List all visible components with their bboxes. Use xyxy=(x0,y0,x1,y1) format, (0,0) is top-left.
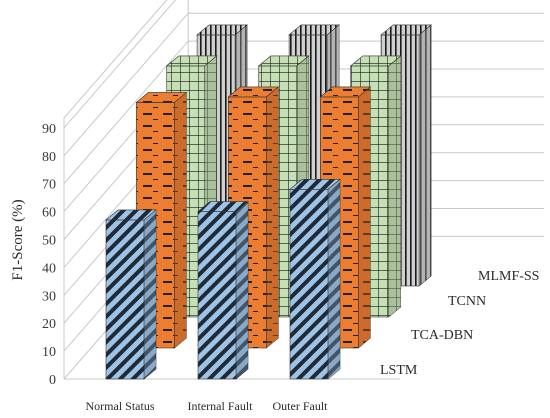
category-label: Outer Fault xyxy=(273,399,329,413)
y-tick-label: 90 xyxy=(42,122,56,137)
y-tick-label: 30 xyxy=(42,289,56,304)
category-label: Internal Fault xyxy=(188,399,254,413)
y-axis-label: F1-Score (%) xyxy=(10,199,26,280)
y-tick-label: 70 xyxy=(42,178,56,193)
y-tick-label: 20 xyxy=(42,317,56,332)
category-label: Normal Status xyxy=(86,399,155,413)
labels-layer: Normal Status Internal Fault Outer Fault LS… xyxy=(86,269,540,413)
y-tick-label: 60 xyxy=(42,206,56,221)
axis-layer: 0 10 20 30 40 50 60 70 80 90 xyxy=(42,122,56,388)
y-tick-label: 50 xyxy=(42,234,56,249)
bar-lstm-2 xyxy=(197,200,249,380)
y-tick-label: 10 xyxy=(42,345,56,360)
series-label-tca-dbn: TCA-DBN xyxy=(411,328,473,343)
y-tick-label: 40 xyxy=(42,261,56,276)
series-label-lstm: LSTM xyxy=(380,363,418,378)
bars-layer xyxy=(105,24,432,380)
y-tick-label: 80 xyxy=(42,150,56,165)
series-label-tcnn: TCNN xyxy=(448,294,486,309)
gridline xyxy=(63,0,177,129)
wall-edge xyxy=(63,0,168,119)
y-tick-label: 0 xyxy=(49,373,56,388)
bar-lstm-3 xyxy=(289,178,341,380)
series-label-mlmf-ss: MLMF-SS xyxy=(478,269,539,284)
bar-lstm-1 xyxy=(105,209,157,380)
